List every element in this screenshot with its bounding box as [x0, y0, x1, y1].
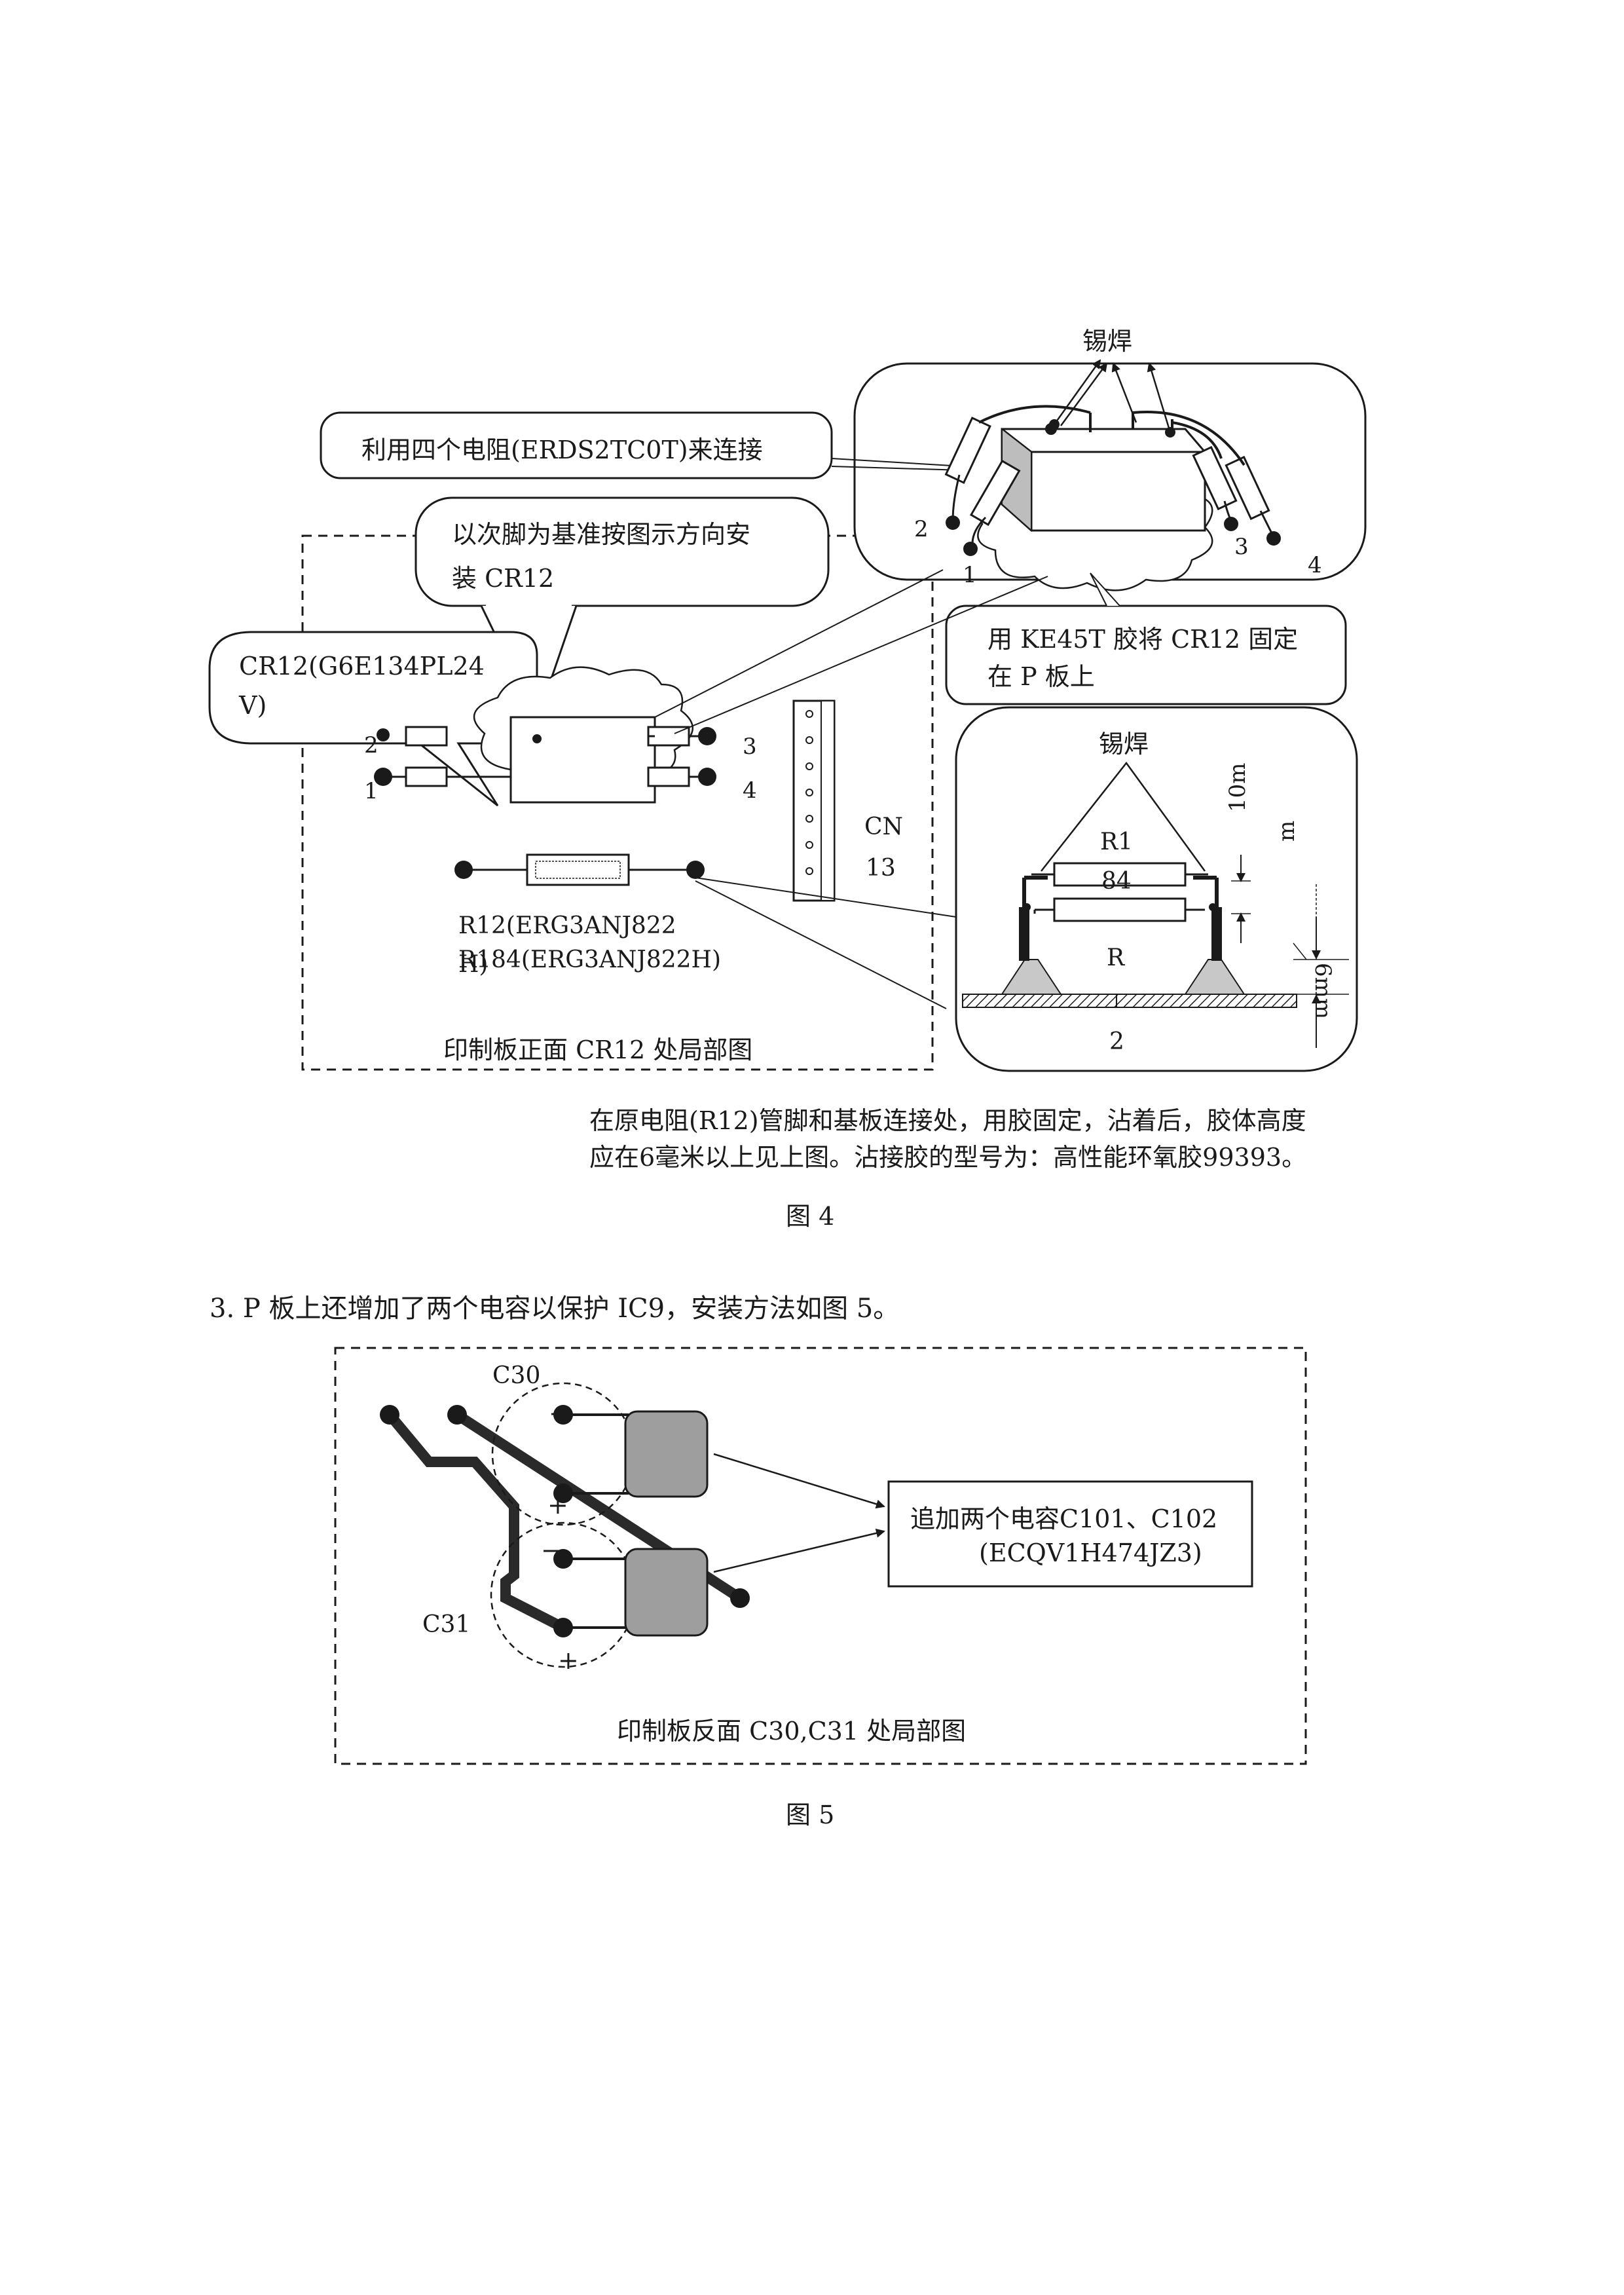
callout-glue-shape	[945, 572, 1347, 705]
callout-direction-line1: 以次脚为基准按图示方向安	[452, 520, 751, 549]
leader-line	[654, 569, 944, 718]
c31-label: C31	[422, 1611, 471, 1638]
glue-detail-bubble	[955, 706, 1358, 1072]
r12-label-line1: R12(ERG3ANJ822	[458, 912, 676, 939]
note-line1: 在原电阻(R12)管脚和基板连接处，用胶固定，沾着后，胶体高度	[589, 1106, 1306, 1135]
connector-label-line1: CN	[864, 813, 904, 840]
dimension-10mm-a: 10m	[1225, 762, 1251, 812]
pin-label-4-3d: 4	[1308, 552, 1322, 578]
dimension-6mm: 6mm	[1310, 963, 1336, 1020]
callout-glue-line1: 用 KE45T 胶将 CR12 固定	[987, 625, 1299, 654]
pin-label-3-3d: 3	[1234, 534, 1249, 560]
connector-cn13	[792, 700, 836, 902]
board-front-caption: 印制板正面 CR12 处局部图	[443, 1036, 753, 1064]
board-back-caption: 印制板反面 C30,C31 处局部图	[617, 1717, 967, 1745]
pin-label-1-3d: 1	[963, 562, 977, 588]
added-capacitor-line1: 追加两个电容C101、C102	[910, 1504, 1218, 1533]
pin-label-2: 2	[364, 732, 378, 758]
board-outline-back	[334, 1347, 1307, 1765]
note-line2: 应在6毫米以上见上图。沾接胶的型号为：高性能环氧胶99393。	[589, 1143, 1307, 1172]
figure5-caption: 图 5	[786, 1801, 835, 1829]
c31-plus: +	[558, 1646, 579, 1675]
pin-label-4: 4	[743, 777, 757, 804]
r12-label-line2: H)	[458, 951, 489, 978]
detail-84-label: 84	[1101, 868, 1132, 895]
connector-label-line2: 13	[866, 855, 896, 882]
c30-minus: −	[549, 1399, 570, 1428]
cr12-part-line1: CR12(G6E134PL24	[239, 652, 485, 681]
callout-resistors-text: 利用四个电阻(ERDS2TC0T)来连接	[361, 436, 763, 464]
capacitor-arrows	[713, 1453, 885, 1573]
detail-2-label: 2	[1109, 1028, 1124, 1055]
cr12-part-line2: V)	[239, 691, 267, 720]
pin-label-2-3d: 2	[914, 516, 929, 542]
relay-3d	[944, 359, 1281, 591]
leader-line	[674, 576, 1048, 734]
callout-cr12-shape	[208, 631, 538, 807]
c31-minus: −	[541, 1536, 562, 1565]
capacitor-c30	[491, 1382, 709, 1526]
detail-r1-label: R1	[1100, 829, 1134, 855]
pin-label-1: 1	[364, 778, 378, 804]
c30-plus: +	[547, 1491, 568, 1520]
callout-glue-line2: 在 P 板上	[987, 662, 1095, 691]
resistor-r12	[454, 853, 957, 1009]
added-capacitor-box	[887, 1480, 1253, 1588]
detail-r-label: R	[1107, 944, 1125, 971]
pin-label-3: 3	[743, 734, 757, 760]
added-capacitor-line2: (ECQV1H474JZ3)	[979, 1539, 1202, 1567]
callout-direction-line2: 装 CR12	[452, 564, 555, 593]
section3-text: 3. P 板上还增加了两个电容以保护 IC9，安装方法如图 5。	[210, 1294, 900, 1324]
solder-label-top: 锡焊	[1082, 327, 1133, 356]
solder-label-detail: 锡焊	[1099, 730, 1149, 758]
dimension-10mm-b: m	[1274, 820, 1300, 842]
glue-detail-drawing	[962, 761, 1349, 1048]
capacitor-c31	[490, 1521, 709, 1668]
r184-label: R184(ERG3ANJ822H)	[458, 946, 721, 973]
cr12-relay-front	[374, 666, 716, 804]
c30-label: C30	[492, 1362, 541, 1389]
callout-resistors-shape	[320, 411, 963, 479]
figure4-caption: 图 4	[786, 1202, 835, 1231]
